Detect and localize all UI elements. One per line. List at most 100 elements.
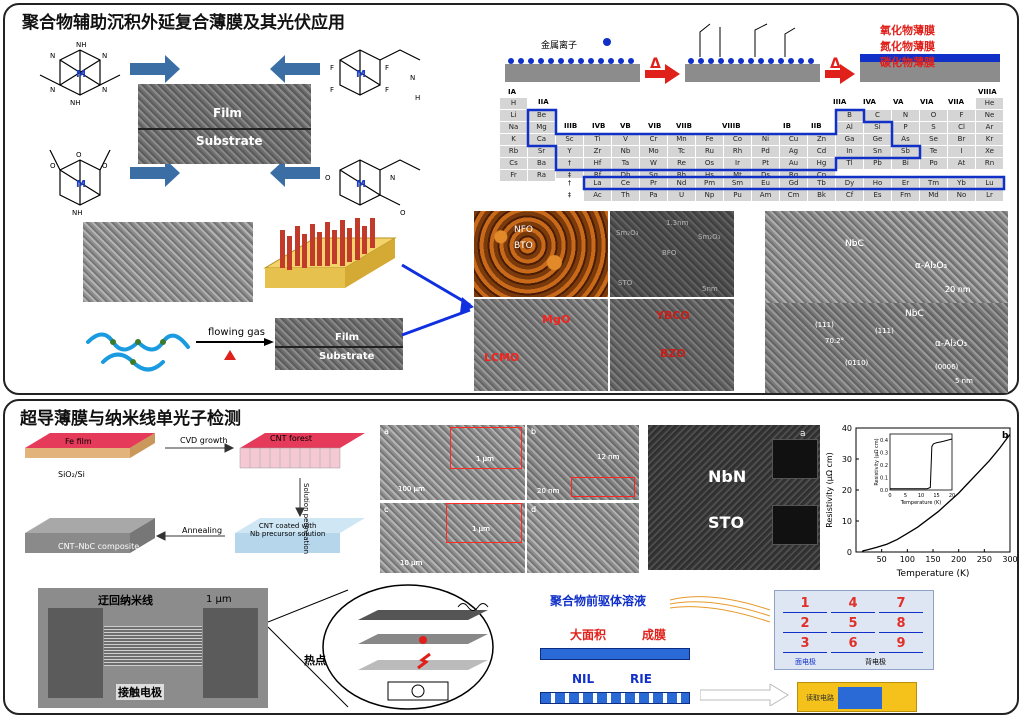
flowing-gas-label: flowing gas: [208, 327, 265, 338]
pt-actinide-cell-5: Np: [696, 190, 723, 201]
pt-cell-P: P: [892, 122, 919, 133]
nil-label: NIL: [572, 672, 595, 686]
pt-cell-Co: Co: [724, 134, 751, 145]
scale-5nm-b: 5 nm: [955, 377, 973, 385]
pt-group-viia: VIIA: [948, 98, 965, 106]
pt-cell-Tc: Tc: [668, 146, 695, 157]
pt-cell-Rn: Rn: [976, 158, 1003, 169]
inset-frame: [889, 433, 953, 491]
sem-scale-100um: 100 μm: [398, 485, 425, 493]
index-111b: (111): [875, 327, 894, 335]
section-title-2: 超导薄膜与纳米线单光子检测: [20, 409, 241, 429]
pt-cell-‡: ‡: [556, 170, 583, 181]
pt-cell-Db: Db: [612, 170, 639, 181]
pt-lanthanide-cell-7: Eu: [752, 178, 779, 189]
nitride-film-label: 氮化物薄膜: [880, 40, 935, 53]
pt-cell-Ir: Ir: [724, 158, 751, 169]
front-electrode-label: 面电极: [795, 658, 816, 666]
annealing-label: Annealing: [182, 526, 223, 535]
svg-text:O: O: [102, 162, 108, 170]
pt-cell-Fe: Fe: [696, 134, 723, 145]
pt-cell-Li: Li: [500, 110, 527, 121]
bfo-label: BFO: [662, 249, 677, 257]
pt-cell-Y: Y: [556, 146, 583, 157]
cnt-process-schematic: [25, 433, 365, 553]
svg-text:NH: NH: [72, 209, 83, 217]
sem-inset-b: [571, 477, 635, 497]
pad-process-schematic: [505, 23, 1000, 84]
pt-cell-Ta: Ta: [612, 158, 639, 169]
svg-text:N: N: [50, 52, 55, 60]
svg-text:F: F: [330, 86, 334, 94]
pt-cell-Se: Se: [920, 134, 947, 145]
inset-x-tick-10: 10: [918, 493, 924, 499]
detector-pixel-2: 2: [783, 615, 827, 633]
pt-cell-Cu: Cu: [780, 134, 807, 145]
svg-text:N: N: [390, 174, 395, 182]
pt-cell-Ag: Ag: [780, 146, 807, 157]
nbn-sto-hrtem-image: NbN STO a: [648, 425, 820, 570]
pt-actinide-cell-4: U: [668, 190, 695, 201]
pt-actinide-cell-14: No: [948, 190, 975, 201]
svg-text:F: F: [385, 86, 389, 94]
pt-lanthanide-cell-2: Ce: [612, 178, 639, 189]
pt-cell-Be: Be: [528, 110, 555, 121]
angle-label: 70.2°: [825, 337, 845, 345]
sem-label-d: d: [531, 505, 537, 514]
al2o3-label-top: α-Al₂O₃: [915, 261, 948, 271]
sm2o3-label-b: Sm₂O₃: [698, 233, 721, 241]
nfo-label: NFO: [514, 225, 533, 235]
pt-cell-Rh: Rh: [724, 146, 751, 157]
readout-chip: [838, 687, 882, 709]
pt-cell-Rb: Rb: [500, 146, 527, 157]
pt-group-iiia: IIIA: [833, 98, 847, 106]
pt-cell-Sr: Sr: [528, 146, 555, 157]
inset-x-label: Temperature (K): [900, 500, 941, 506]
contact-electrode-label: 接触电极: [116, 684, 164, 700]
film-label-2: Film: [335, 332, 360, 343]
svg-text:M: M: [356, 179, 366, 190]
pt-cell-Sg: Sg: [640, 170, 667, 181]
back-electrode-label: 背电极: [865, 658, 886, 666]
pt-cell-Si: Si: [864, 122, 891, 133]
inset-x-tick-20: 20: [949, 493, 955, 499]
meander-region: [104, 626, 202, 666]
pt-actinide-cell-0: ‡: [556, 190, 583, 201]
film-substrate-tem-image-2: Film Substrate: [275, 318, 403, 370]
inset-y-tick-0.3: 0.3: [880, 451, 888, 457]
sio2-si-label: SiO₂/Si: [58, 470, 85, 479]
cnt-nbc-composite-label: CNT–NbC composite: [58, 542, 140, 551]
section-title-1: 聚合物辅助沉积外延复合薄膜及其光伏应用: [22, 13, 345, 33]
blue-pointer-arrows: [401, 263, 474, 337]
nbc-al2o3-tem-bottom: NbC (111) (111) 70.2° α-Al₂O₃ (0110) (00…: [765, 303, 1008, 393]
pt-cell-Ge: Ge: [864, 134, 891, 145]
pt-cell-Pb: Pb: [864, 158, 891, 169]
pt-actinide-cell-2: Th: [612, 190, 639, 201]
svg-text:N: N: [50, 86, 55, 94]
svg-text:M: M: [76, 69, 86, 80]
pt-cell-Bh: Bh: [668, 170, 695, 181]
pt-cell-Bi: Bi: [892, 158, 919, 169]
mgo-lcmo-hrtem-image: MgO LCMO: [474, 299, 608, 391]
pt-group-viiib: VIIIB: [722, 122, 741, 130]
pt-group-iib: IIB: [811, 122, 822, 130]
inset-x-tick-15: 15: [933, 493, 939, 499]
pt-cell-Ba: Ba: [528, 158, 555, 169]
pt-cell-Ne: Ne: [976, 110, 1003, 121]
delta-symbol-2: Δ: [830, 56, 841, 72]
ybco-bzo-hrtem-image: YBCO BZO: [610, 299, 734, 391]
large-area-label: 大面积: [570, 628, 607, 642]
pt-cell-Ti: Ti: [584, 134, 611, 145]
pt-cell-Cn: Cn: [808, 170, 835, 181]
hotspot-schematic: [268, 584, 494, 710]
y-axis-label: Resistivity (μΩ cm): [825, 452, 834, 528]
x-axis-label: Temperature (K): [896, 569, 970, 579]
sem-image-c: c 10 μm 1 μm: [380, 503, 525, 573]
pt-lanthanide-cell-0: †: [556, 178, 583, 189]
pt-cell-Mt: Mt: [724, 170, 751, 181]
pt-group-via: VIA: [920, 98, 934, 106]
pt-actinide-cell-11: Es: [864, 190, 891, 201]
readout-label: 读取电路: [806, 694, 834, 702]
svg-text:F: F: [330, 64, 334, 72]
svg-text:M: M: [76, 179, 86, 190]
